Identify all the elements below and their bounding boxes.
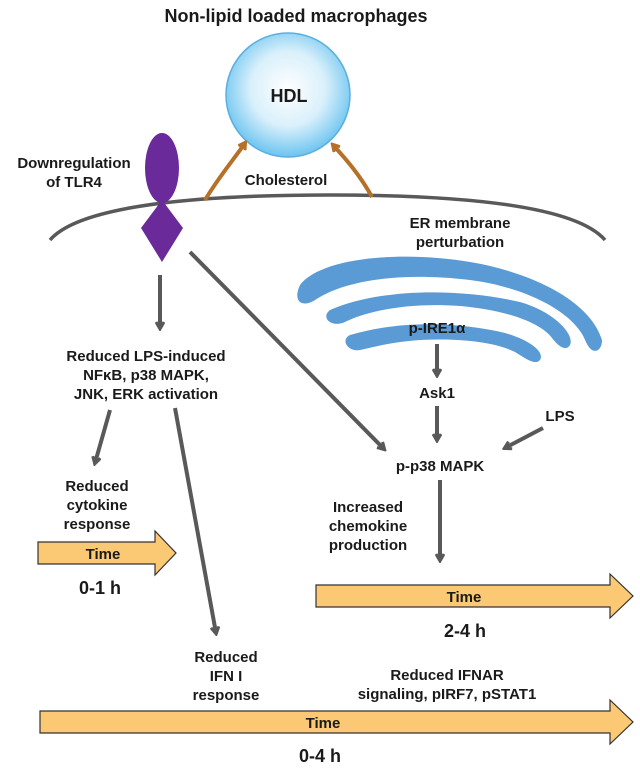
tlr4-label-line2: of TLR4 xyxy=(46,174,102,191)
ask1-label: Ask1 xyxy=(419,385,455,402)
reduced-activation-line1: Reduced LPS-induced xyxy=(66,348,225,365)
chemokine-line1: Increased xyxy=(333,499,403,516)
tlr4-receptor-upper xyxy=(145,133,179,203)
time-arrow-0-4h xyxy=(39,698,634,746)
er-label-line2: perturbation xyxy=(416,234,504,251)
cell-membrane xyxy=(48,193,607,242)
time-arrow-2-4h-label: Time xyxy=(447,589,482,606)
arrow-tlr4-to-pp38 xyxy=(188,250,384,449)
time-arrow-0-1h xyxy=(37,529,177,577)
hdl-label: HDL xyxy=(271,86,308,106)
time-0-1h-value: 0-1 h xyxy=(79,578,121,598)
endoplasmic-reticulum xyxy=(297,256,602,363)
lps-label: LPS xyxy=(545,408,574,425)
cholesterol-efflux-arrow-left xyxy=(203,143,245,202)
time-arrow-0-1h-label: Time xyxy=(86,546,121,563)
cholesterol-label: Cholesterol xyxy=(245,172,328,189)
cytokine-line2: cytokine xyxy=(67,497,128,514)
arrow-to-ifn-response xyxy=(173,407,216,633)
ifn-line1: Reduced xyxy=(194,649,257,666)
time-arrow-2-4h xyxy=(315,572,634,620)
time-2-4h-value: 2-4 h xyxy=(444,621,486,641)
reduced-activation-line3: JNK, ERK activation xyxy=(74,386,218,403)
ifnar-line2: signaling, pIRF7, pSTAT1 xyxy=(358,686,537,703)
time-arrow-0-4h-label: Time xyxy=(306,715,341,732)
arrow-to-cytokine-response xyxy=(95,409,112,463)
time-0-4h-value: 0-4 h xyxy=(299,746,341,766)
cholesterol-efflux-arrow-right xyxy=(333,145,374,198)
diagram-title: Non-lipid loaded macrophages xyxy=(164,6,427,26)
ifnar-line1: Reduced IFNAR xyxy=(390,667,504,684)
pire1-label: p-IRE1α xyxy=(409,320,467,337)
pp38-label: p-p38 MAPK xyxy=(396,458,485,475)
cytokine-line1: Reduced xyxy=(65,478,128,495)
chemokine-line3: production xyxy=(329,537,407,554)
cytokine-line3: response xyxy=(64,516,131,533)
er-label-line1: ER membrane xyxy=(410,215,511,232)
ifn-line2: IFN I xyxy=(210,668,243,685)
chemokine-line2: chemokine xyxy=(329,518,407,535)
ifn-line3: response xyxy=(193,687,260,704)
tlr4-label-line1: Downregulation xyxy=(17,155,130,172)
reduced-activation-line2: NFκB, p38 MAPK, xyxy=(83,367,209,384)
arrow-lps-to-pp38 xyxy=(505,426,544,448)
hdl-particle xyxy=(225,32,351,158)
tlr4-receptor-lower xyxy=(141,200,183,262)
